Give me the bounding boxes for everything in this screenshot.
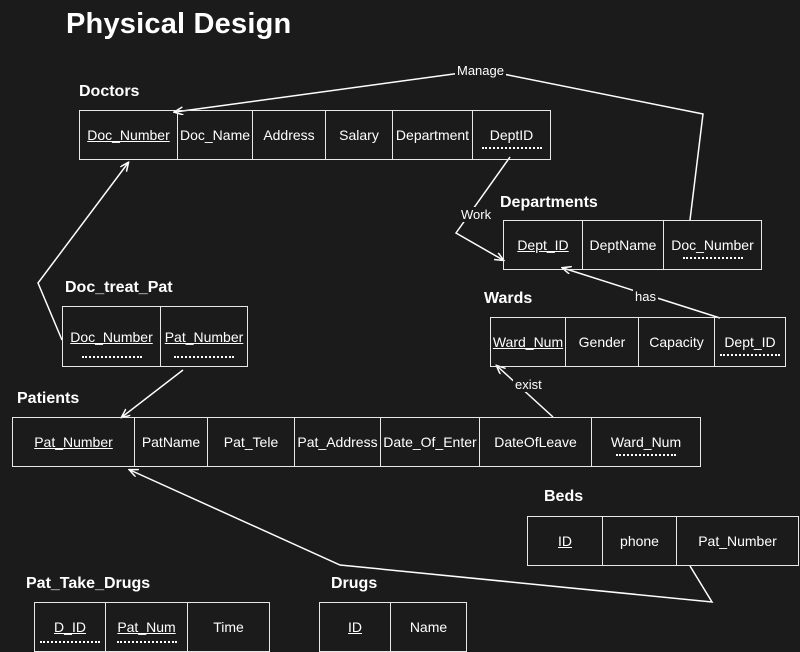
doctors-address-column: Address xyxy=(253,111,326,159)
patients-pat-number-column: Pat_Number xyxy=(13,418,135,466)
treat-doctor-connector xyxy=(37,163,128,341)
doc-treat-pat-table: Doc_Number Pat_Number xyxy=(62,306,248,367)
exist-connector xyxy=(497,366,554,418)
patients-ward-num-column: Ward_Num xyxy=(592,418,700,466)
doctors-doc-name-column: Doc_Name xyxy=(178,111,253,159)
doctors-table-title: Doctors xyxy=(79,83,140,100)
doctors-salary-column: Salary xyxy=(326,111,393,159)
departments-deptname-column: DeptName xyxy=(583,221,664,269)
pat-take-drugs-time-column: Time xyxy=(213,619,244,635)
work-label: Work xyxy=(459,207,494,222)
manage-connector xyxy=(175,69,704,221)
wards-table: Ward_Num Gender Capacity Dept_ID xyxy=(490,317,786,367)
has-label: has xyxy=(633,289,658,304)
patients-table-title: Patients xyxy=(17,390,80,407)
drugs-id-column: ID xyxy=(320,603,391,651)
bed-patient-connector xyxy=(130,470,714,603)
doc-treat-pat-pat-number-column: Pat_Number xyxy=(161,307,247,366)
wards-table-title: Wards xyxy=(484,290,533,307)
patients-pat-tele-column: Pat_Tele xyxy=(208,418,295,466)
wards-capacity-column: Capacity xyxy=(639,318,715,366)
pat-take-drugs-table: D_ID Pat_Num Time xyxy=(34,602,270,652)
page-title: Physical Design xyxy=(66,8,292,40)
departments-doc-number-column: Doc_Number xyxy=(664,221,761,269)
doctors-deptid-column: DeptID xyxy=(473,111,550,159)
pat-take-drugs-d-id-column: D_ID xyxy=(35,603,106,651)
departments-table-title: Departments xyxy=(500,194,598,211)
doctors-department-column: Department xyxy=(393,111,473,159)
doctors-doc-number-column: Doc_Number xyxy=(80,111,178,159)
wards-ward-num-column: Ward_Num xyxy=(491,318,566,366)
pat-take-drugs-pat-num-column: Pat_Num xyxy=(106,603,188,651)
beds-table-title: Beds xyxy=(544,488,584,505)
beds-table: ID phone Pat_Number xyxy=(527,516,799,566)
wards-dept-id-column: Dept_ID xyxy=(715,318,785,366)
patients-table: Pat_Number PatName Pat_Tele Pat_Address … xyxy=(12,417,701,467)
treat-patient-connector xyxy=(122,369,184,417)
manage-label: Manage xyxy=(455,63,506,78)
patients-pat-address-column: Pat_Address xyxy=(295,418,381,466)
doc-treat-pat-table-title: Doc_treat_Pat xyxy=(65,279,173,296)
patients-date-of-enter-column: Date_Of_Enter xyxy=(381,418,480,466)
beds-pat-number-column: Pat_Number xyxy=(698,533,777,549)
beds-phone-column: phone xyxy=(603,517,677,565)
drugs-table: ID Name xyxy=(319,602,467,652)
patients-patname-column: PatName xyxy=(135,418,208,466)
wards-gender-column: Gender xyxy=(566,318,639,366)
drugs-name-column: Name xyxy=(409,619,448,635)
patients-dateofleave-column: DateOfLeave xyxy=(480,418,592,466)
doctors-table: Doc_Number Doc_Name Address Salary Depar… xyxy=(79,110,551,160)
exist-label: exist xyxy=(513,377,544,392)
work-connector xyxy=(454,156,511,260)
departments-dept-id-column: Dept_ID xyxy=(504,221,583,269)
departments-table: Dept_ID DeptName Doc_Number xyxy=(503,220,762,270)
beds-id-column: ID xyxy=(528,517,603,565)
drugs-table-title: Drugs xyxy=(331,575,378,592)
doc-treat-pat-doc-number-column: Doc_Number xyxy=(63,307,161,366)
pat-take-drugs-table-title: Pat_Take_Drugs xyxy=(26,575,151,592)
